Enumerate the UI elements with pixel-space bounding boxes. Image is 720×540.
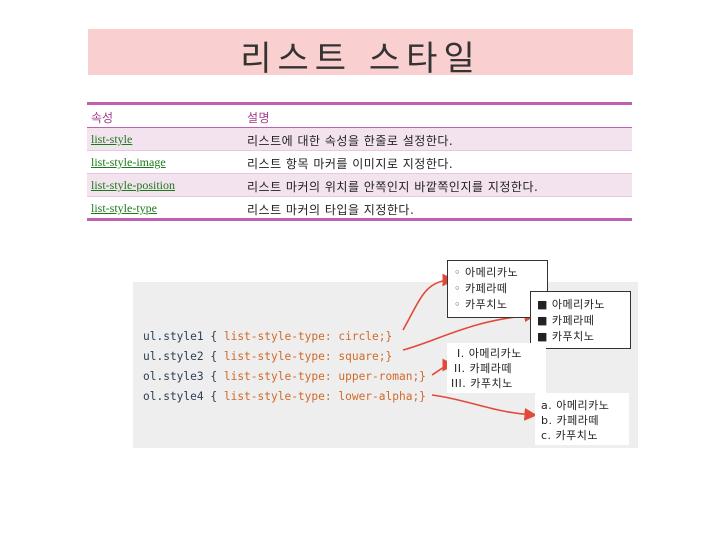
property-description: 리스트에 대한 속성을 한줄로 설정한다.	[247, 134, 454, 148]
code-line: ul.style2 { list-style-type: square;}	[143, 350, 393, 363]
page-title: 리스트 스타일	[240, 39, 481, 79]
list-item: ■ 카페라떼	[537, 314, 595, 327]
header-property: 속성	[91, 111, 114, 125]
property-description: 리스트 마커의 위치를 안쪽인지 바깥쪽인지를 지정한다.	[247, 180, 539, 194]
list-item: b. 카페라떼	[541, 414, 599, 427]
table-header-rule	[87, 127, 632, 128]
table-row: list-style-image 리스트 항목 마커를 이미지로 지정한다.	[87, 151, 632, 174]
code-line: ol.style4 { list-style-type: lower-alpha…	[143, 390, 426, 403]
alpha-list-example: a. 아메리카노 b. 카페라떼 c. 카푸치노	[535, 393, 629, 445]
list-item: ◦ 아메리카노	[454, 266, 519, 279]
row-divider	[87, 150, 632, 151]
table-bottom-rule	[87, 218, 632, 221]
list-item: ■ 아메리카노	[537, 298, 606, 311]
property-link[interactable]: list-style-position	[91, 178, 175, 192]
table-header-row: 속성 설명	[87, 105, 632, 128]
row-divider	[87, 196, 632, 197]
list-item: III. 카푸치노	[451, 377, 513, 390]
property-description: 리스트 항목 마커를 이미지로 지정한다.	[247, 157, 454, 171]
table-row: list-style-position 리스트 마커의 위치를 안쪽인지 바깥쪽…	[87, 174, 632, 197]
list-item: II. 카페라떼	[454, 362, 512, 375]
code-line: ol.style3 { list-style-type: upper-roman…	[143, 370, 426, 383]
property-link[interactable]: list-style	[91, 132, 133, 146]
title-banner: 리스트 스타일	[88, 29, 633, 79]
list-item: c. 카푸치노	[541, 429, 599, 442]
code-line: ul.style1 { list-style-type: circle;}	[143, 330, 393, 343]
list-item: I. 아메리카노	[457, 347, 522, 360]
property-link[interactable]: list-style-type	[91, 201, 157, 215]
table-row: list-style 리스트에 대한 속성을 한줄로 설정한다.	[87, 128, 632, 151]
row-divider	[87, 173, 632, 174]
list-item: a. 아메리카노	[541, 399, 610, 412]
header-description: 설명	[247, 111, 271, 125]
property-link[interactable]: list-style-image	[91, 155, 166, 169]
square-list-example: ■ 아메리카노 ■ 카페라떼 ■ 카푸치노	[530, 291, 631, 349]
list-item: ◦ 카페라떼	[454, 282, 508, 295]
property-description: 리스트 마커의 타입을 지정한다.	[247, 203, 415, 217]
roman-list-example: I. 아메리카노 II. 카페라떼 III. 카푸치노	[447, 343, 546, 393]
table-top-rule	[87, 102, 632, 105]
list-item: ◦ 카푸치노	[454, 298, 508, 311]
table-row: list-style-type 리스트 마커의 타입을 지정한다.	[87, 197, 632, 220]
list-item: ■ 카푸치노	[537, 330, 595, 343]
